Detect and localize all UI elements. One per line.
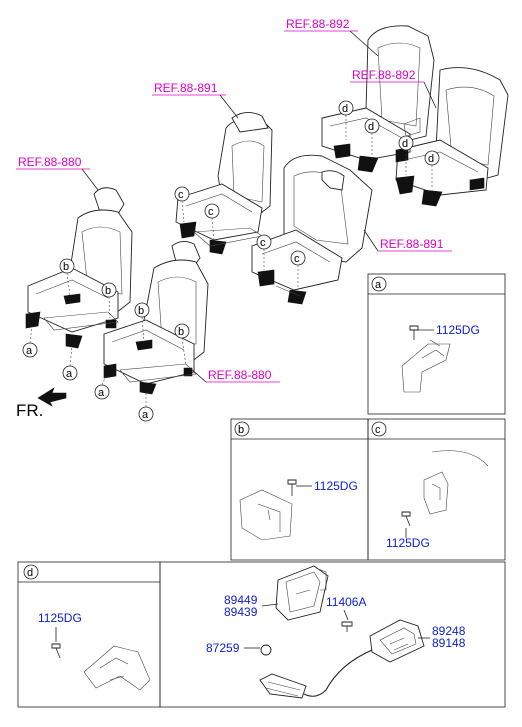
part-89439: 89439	[224, 605, 258, 619]
callout-c: c	[294, 253, 300, 265]
panel-c-part: 1125DG	[386, 536, 430, 550]
second-row-left-seat	[175, 112, 273, 255]
front-right-seat	[103, 241, 209, 395]
ref-88-880-bottom: REF.88-880	[208, 368, 272, 382]
callout-d: d	[402, 138, 408, 150]
callout-a: a	[26, 345, 33, 357]
part-89248: 89248	[432, 624, 466, 638]
part-89449: 89449	[224, 593, 258, 607]
ref-88-891-right: REF.88-891	[380, 237, 444, 251]
callout-b: b	[138, 305, 144, 317]
callout-d: d	[368, 121, 374, 133]
detail-panel-d: d 1125DG	[17, 561, 161, 708]
callout-a: a	[142, 409, 149, 421]
panel-d-letter: d	[27, 567, 33, 579]
callout-a: a	[98, 387, 105, 399]
seat-connector	[369, 619, 425, 663]
front-label: FR.	[16, 401, 43, 420]
front-left-seat	[25, 187, 133, 349]
panel-d-part: 1125DG	[38, 611, 82, 625]
part-89148: 89148	[432, 636, 466, 650]
panel-b-letter: b	[238, 424, 244, 436]
callout-b: b	[63, 261, 69, 273]
callout-c: c	[260, 237, 266, 249]
part-87259: 87259	[206, 641, 240, 655]
bolt-icon	[401, 511, 411, 527]
panel-b-part: 1125DG	[314, 479, 358, 493]
front-direction-indicator: FR.	[16, 387, 67, 420]
bolt-icon	[51, 643, 61, 659]
detail-panel-b: b 1125DG	[230, 418, 369, 561]
ref-88-891-left: REF.88-891	[154, 81, 218, 95]
part-11406A: 11406A	[326, 595, 366, 609]
detail-panel-c: c 1125DG	[367, 418, 506, 561]
front-arrow-icon	[37, 387, 67, 407]
callout-b: b	[105, 285, 111, 297]
module-panel: 89449 89439 11406A 89248 89148 87259	[159, 561, 506, 708]
detail-panel-a: a 1125DG	[367, 273, 506, 415]
ref-88-880-top: REF.88-880	[18, 155, 82, 169]
clip-icon	[260, 644, 272, 656]
panel-a-letter: a	[375, 279, 382, 291]
third-row-right-seat	[395, 67, 509, 207]
harness-connector	[259, 673, 307, 699]
callout-c: c	[178, 189, 184, 201]
ref-88-892-top: REF.88-892	[286, 17, 350, 31]
callouts: d d d d c c c c b b b b a a a a	[22, 100, 440, 422]
callout-d: d	[428, 153, 434, 165]
callout-a: a	[66, 368, 73, 380]
panel-a-part: 1125DG	[436, 323, 480, 337]
control-module	[275, 565, 329, 621]
callout-b: b	[178, 326, 184, 338]
bolt-icon	[287, 479, 297, 496]
ref-88-892-mid: REF.88-892	[352, 68, 416, 82]
ref-labels: REF.88-892 REF.88-892 REF.88-891 REF.88-…	[16, 17, 452, 383]
panel-c-letter: c	[375, 424, 381, 436]
bolt-icon	[409, 325, 419, 340]
callout-d: d	[342, 103, 348, 115]
callout-c: c	[208, 206, 214, 218]
bolt-icon	[341, 621, 353, 632]
